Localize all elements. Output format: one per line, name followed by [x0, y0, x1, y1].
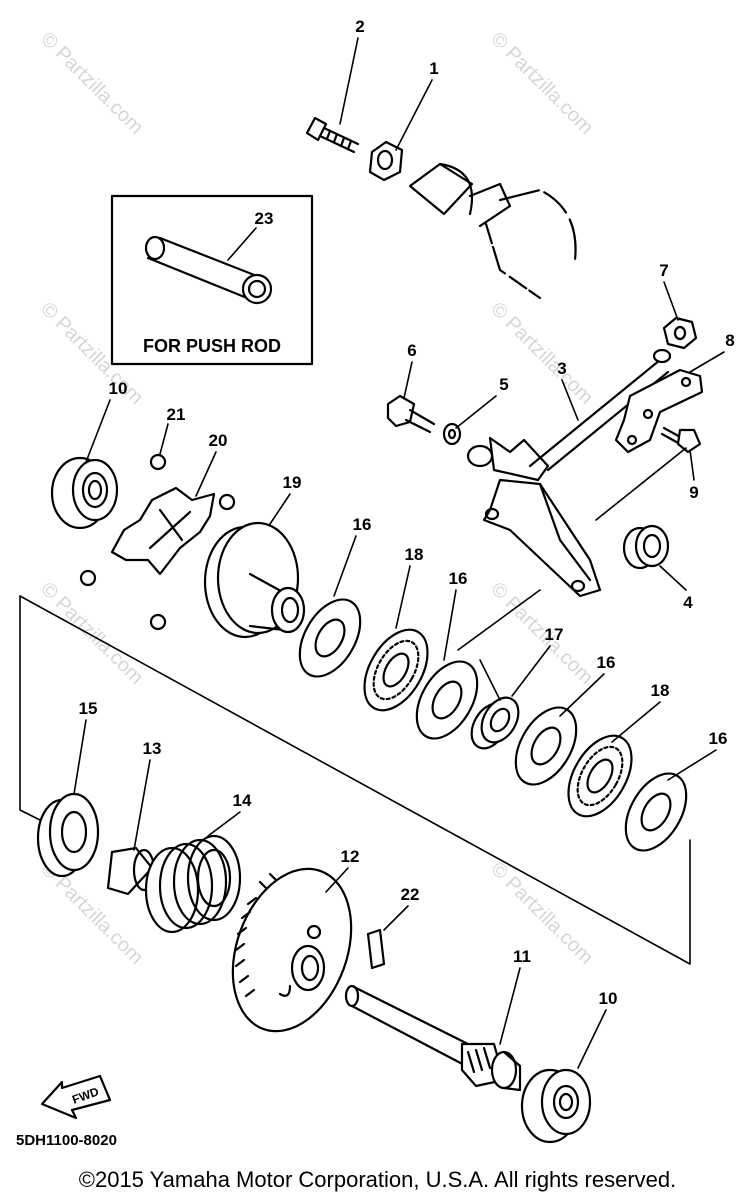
watermark: © Partzilla.com [36, 28, 147, 139]
callout-8: 8 [725, 331, 734, 350]
watermark: © Partzilla.com [486, 858, 597, 969]
parts-diagram: © Partzilla.com © Partzilla.com © Partzi… [19, 17, 735, 1144]
callout-15: 15 [79, 699, 98, 718]
nut-7 [662, 316, 698, 350]
callout-10-left: 10 [109, 379, 128, 398]
callout-18b: 18 [651, 681, 670, 700]
callout-5: 5 [499, 375, 508, 394]
copyright-notice: ©2015 Yamaha Motor Corporation, U.S.A. A… [78, 1167, 677, 1192]
callout-9: 9 [689, 483, 698, 502]
callout-7: 7 [659, 261, 668, 280]
callout-20: 20 [209, 431, 228, 450]
fwd-arrow-icon [40, 1074, 112, 1120]
washer-16d [624, 772, 688, 852]
callout-14: 14 [233, 791, 252, 810]
gear-12 [231, 867, 353, 1033]
inset-frame [110, 194, 314, 366]
ball-retainer-20 [110, 486, 216, 576]
watermark: © Partzilla.com [36, 578, 147, 689]
diagram-code: 5DH1100-8020 [16, 1132, 117, 1149]
callout-1: 1 [429, 59, 438, 78]
callout-13: 13 [143, 739, 162, 758]
washer-5 [442, 422, 462, 446]
push-rod-inset [110, 194, 314, 366]
callout-16c: 16 [597, 653, 616, 672]
callout-11: 11 [513, 947, 531, 966]
washer-16c [514, 706, 578, 786]
callout-4: 4 [683, 593, 693, 612]
callout-22: 22 [401, 885, 420, 904]
watermark: © Partzilla.com [36, 298, 147, 409]
bolt-6 [386, 394, 436, 434]
callout-3: 3 [557, 359, 566, 378]
watermark: © Partzilla.com [486, 28, 597, 139]
callout-12: 12 [341, 847, 360, 866]
assembly-lines [19, 447, 691, 965]
callout-10-right: 10 [599, 989, 618, 1008]
washer-16a [298, 598, 362, 678]
push-rod-pipe [144, 235, 273, 305]
callout-numbers: 2 1 23 7 8 6 3 5 10 21 20 9 19 16 18 16 … [79, 17, 735, 1008]
bracket-8 [614, 368, 704, 454]
nut-1 [368, 140, 404, 182]
boss-19 [203, 521, 306, 639]
collar-4 [622, 524, 670, 570]
callout-21: 21 [167, 405, 186, 424]
spring-14 [144, 834, 242, 934]
lever-3 [466, 348, 672, 598]
thrust-bearing-18a [363, 628, 429, 712]
oil-seal-15 [36, 792, 100, 878]
callout-23: 23 [255, 209, 274, 228]
bearing-10-right [520, 1068, 592, 1144]
bearing-10-left [50, 456, 119, 530]
collar-17 [470, 696, 520, 750]
callout-6: 6 [407, 341, 416, 360]
callout-18a: 18 [405, 545, 424, 564]
bolt-2 [305, 116, 360, 154]
bolt-9 [660, 426, 702, 454]
callout-19: 19 [283, 473, 302, 492]
shaft-11 [344, 984, 522, 1092]
washer-16b [415, 660, 479, 740]
thrust-bearing-18b [567, 734, 633, 818]
callout-16b: 16 [449, 569, 468, 588]
pin-22 [366, 928, 386, 970]
callout-16d: 16 [709, 729, 728, 748]
balls-21 [79, 453, 236, 631]
cylinder-body [408, 162, 577, 300]
callout-16a: 16 [353, 515, 372, 534]
callout-2: 2 [355, 17, 364, 36]
callout-17: 17 [545, 625, 564, 644]
inset-label: FOR PUSH ROD [143, 336, 281, 356]
callout-leaders [73, 37, 725, 1069]
